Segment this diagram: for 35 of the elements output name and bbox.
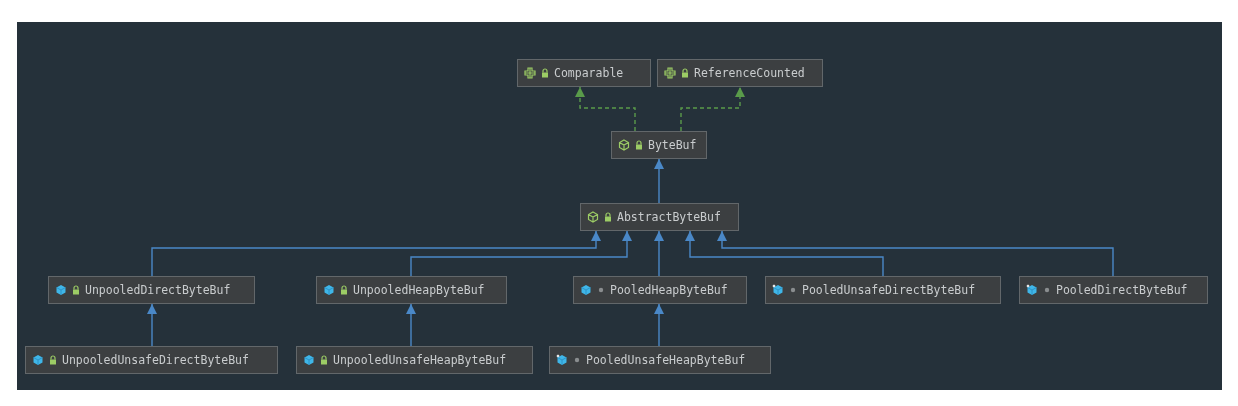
class-name: UnpooledHeapByteBuf — [353, 283, 485, 297]
class-name: UnpooledDirectByteBuf — [85, 283, 231, 297]
inheritance-arrow — [654, 158, 664, 204]
class-name: PooledUnsafeHeapByteBuf — [586, 353, 746, 367]
class-name: ByteBuf — [648, 138, 697, 152]
inheritance-arrow — [685, 230, 884, 277]
class-name: Comparable — [554, 66, 624, 80]
inheritance-arrow — [410, 230, 632, 277]
inheritance-arrow — [654, 303, 664, 347]
class-name: AbstractByteBuf — [617, 210, 721, 224]
class-name: PooledUnsafeDirectByteBuf — [802, 283, 976, 297]
class-box — [573, 276, 747, 304]
class-box — [549, 346, 771, 374]
class-box — [611, 131, 707, 159]
class-box — [48, 276, 255, 304]
class-box — [765, 276, 1001, 304]
class-name: ReferenceCounted — [694, 66, 805, 80]
class-box — [296, 346, 533, 374]
inheritance-arrow — [680, 86, 745, 132]
class-box — [517, 59, 651, 87]
class-name: PooledHeapByteBuf — [610, 283, 728, 297]
class-box — [1019, 276, 1208, 304]
class-name: PooledDirectByteBuf — [1056, 283, 1188, 297]
inheritance-arrow — [151, 230, 601, 277]
class-box — [657, 59, 823, 87]
class-name: UnpooledUnsafeDirectByteBuf — [62, 353, 249, 367]
inheritance-arrow — [147, 303, 157, 347]
class-box — [25, 346, 278, 374]
class-box — [316, 276, 507, 304]
class-name: UnpooledUnsafeHeapByteBuf — [333, 353, 507, 367]
inheritance-arrow — [575, 86, 636, 132]
inheritance-arrow — [717, 230, 1114, 277]
class-box — [580, 203, 739, 231]
inheritance-arrow — [406, 303, 416, 347]
inheritance-arrow — [654, 230, 664, 277]
